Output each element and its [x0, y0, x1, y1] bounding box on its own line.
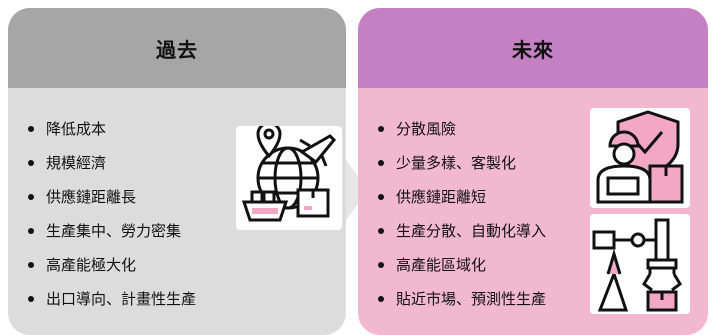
robot-arm-icon — [590, 214, 690, 314]
future-item: 供應鏈距離短 — [376, 186, 546, 220]
past-title: 過去 — [8, 8, 346, 88]
past-item: 出口導向、計畫性生產 — [26, 288, 196, 322]
future-item: 生產分散、自動化導入 — [376, 220, 546, 254]
future-list: 分散風險 少量多樣、客製化 供應鏈距離短 生產分散、自動化導入 高產能區域化 貼… — [376, 118, 546, 322]
past-item: 生產集中、勞力密集 — [26, 220, 196, 254]
past-panel: 過去 降低成本 規模經濟 供應鏈距離長 生產集中、勞力密集 高產能極大化 出口導… — [8, 8, 346, 335]
past-item: 降低成本 — [26, 118, 196, 152]
future-panel: 未來 分散風險 少量多樣、客製化 供應鏈距離短 生產分散、自動化導入 高產能區域… — [358, 8, 708, 335]
future-item: 少量多樣、客製化 — [376, 152, 546, 186]
future-item: 高產能區域化 — [376, 254, 546, 288]
past-item: 規模經濟 — [26, 152, 196, 186]
past-list: 降低成本 規模經濟 供應鏈距離長 生產集中、勞力密集 高產能極大化 出口導向、計… — [26, 118, 196, 322]
future-title: 未來 — [358, 8, 708, 88]
future-item: 貼近市場、預測性生產 — [376, 288, 546, 322]
globe-logistics-icon — [236, 121, 342, 230]
past-item: 供應鏈距離長 — [26, 186, 196, 220]
delivery-shield-icon — [590, 108, 690, 208]
future-item: 分散風險 — [376, 118, 546, 152]
past-item: 高產能極大化 — [26, 254, 196, 288]
